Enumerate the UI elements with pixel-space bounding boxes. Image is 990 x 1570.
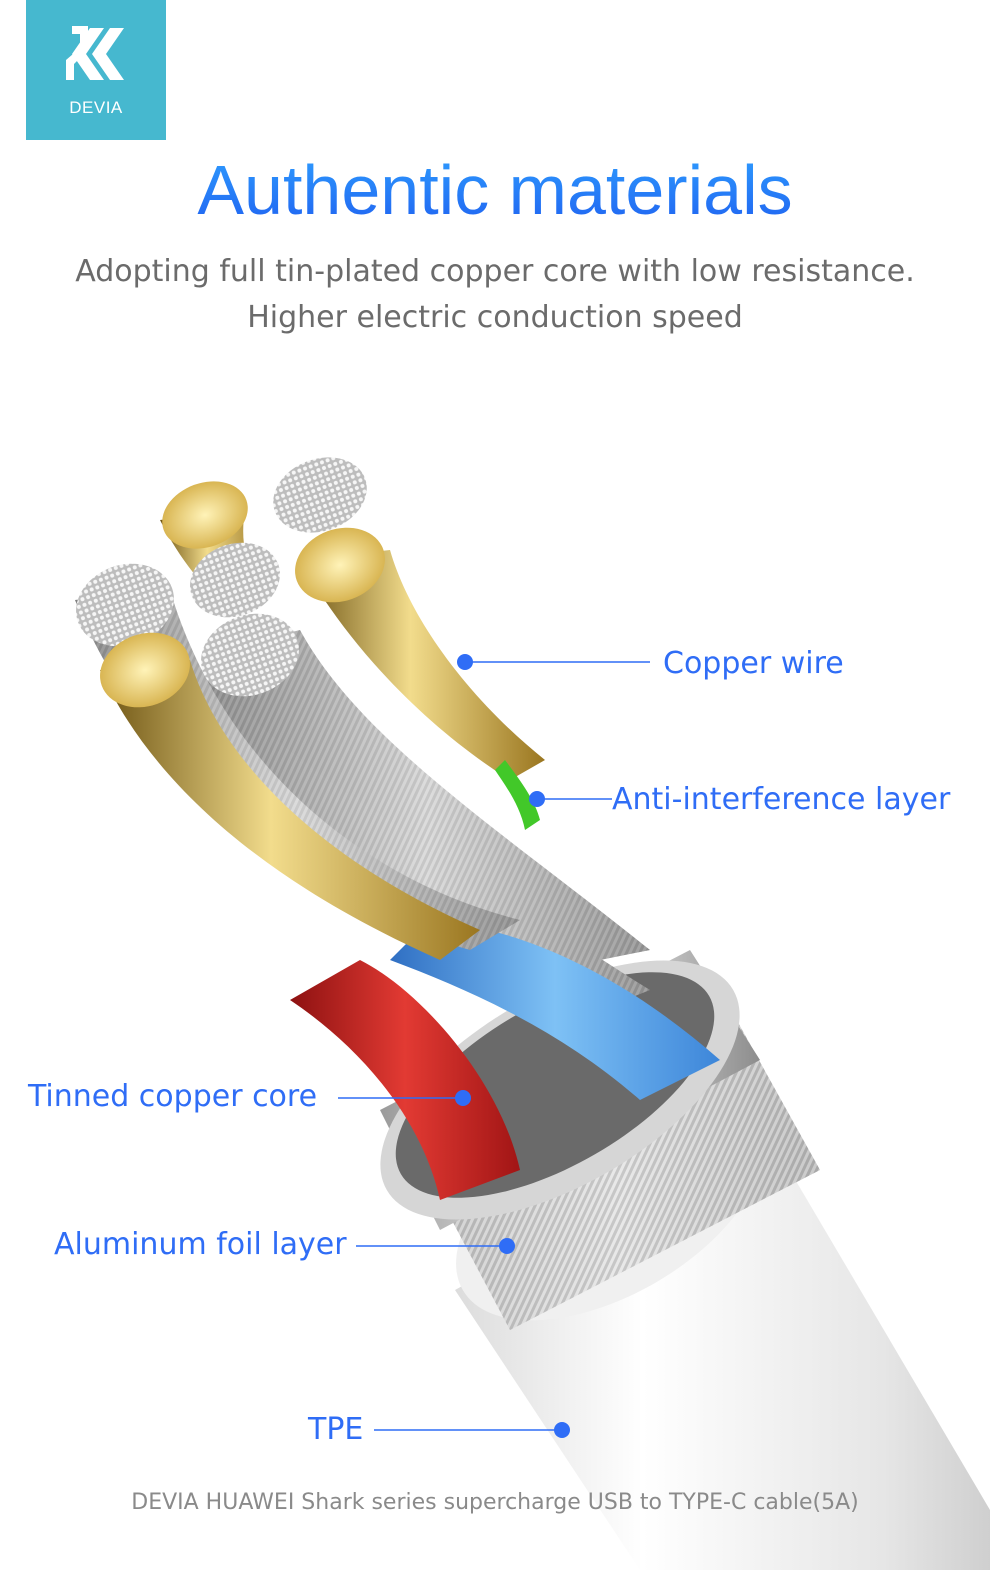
gold-wire-right bbox=[300, 550, 545, 780]
product-name-footer: DEVIA HUAWEI Shark series supercharge US… bbox=[131, 1490, 859, 1515]
blue-wire bbox=[390, 920, 720, 1100]
wire-end-caps bbox=[76, 457, 385, 708]
red-wire bbox=[290, 960, 520, 1200]
callout-tinned-copper-leader bbox=[338, 1090, 471, 1106]
callout-tpe-leader bbox=[374, 1422, 570, 1438]
subtitle-line-2: Higher electric conduction speed bbox=[247, 300, 743, 335]
label-tinned-copper-core: Tinned copper core bbox=[28, 1079, 318, 1114]
label-tpe: TPE bbox=[308, 1412, 364, 1447]
callout-aluminum-foil-leader bbox=[356, 1238, 515, 1254]
subtitle-line-1: Adopting full tin-plated copper core wit… bbox=[75, 254, 915, 289]
label-anti-interference-layer: Anti-interference layer bbox=[612, 782, 951, 817]
label-copper-wire: Copper wire bbox=[663, 646, 844, 681]
devia-logo: DEVIA bbox=[26, 0, 166, 140]
devia-chevron-icon bbox=[66, 26, 124, 80]
green-wire bbox=[495, 760, 540, 830]
page-title: Authentic materials bbox=[0, 148, 990, 232]
callout-copper-wire-leader bbox=[457, 654, 650, 670]
label-aluminum-foil-layer: Aluminum foil layer bbox=[54, 1227, 347, 1262]
callout-anti-interference-leader bbox=[529, 791, 612, 807]
gold-wire-front bbox=[100, 660, 480, 960]
logo-text: DEVIA bbox=[69, 98, 123, 117]
